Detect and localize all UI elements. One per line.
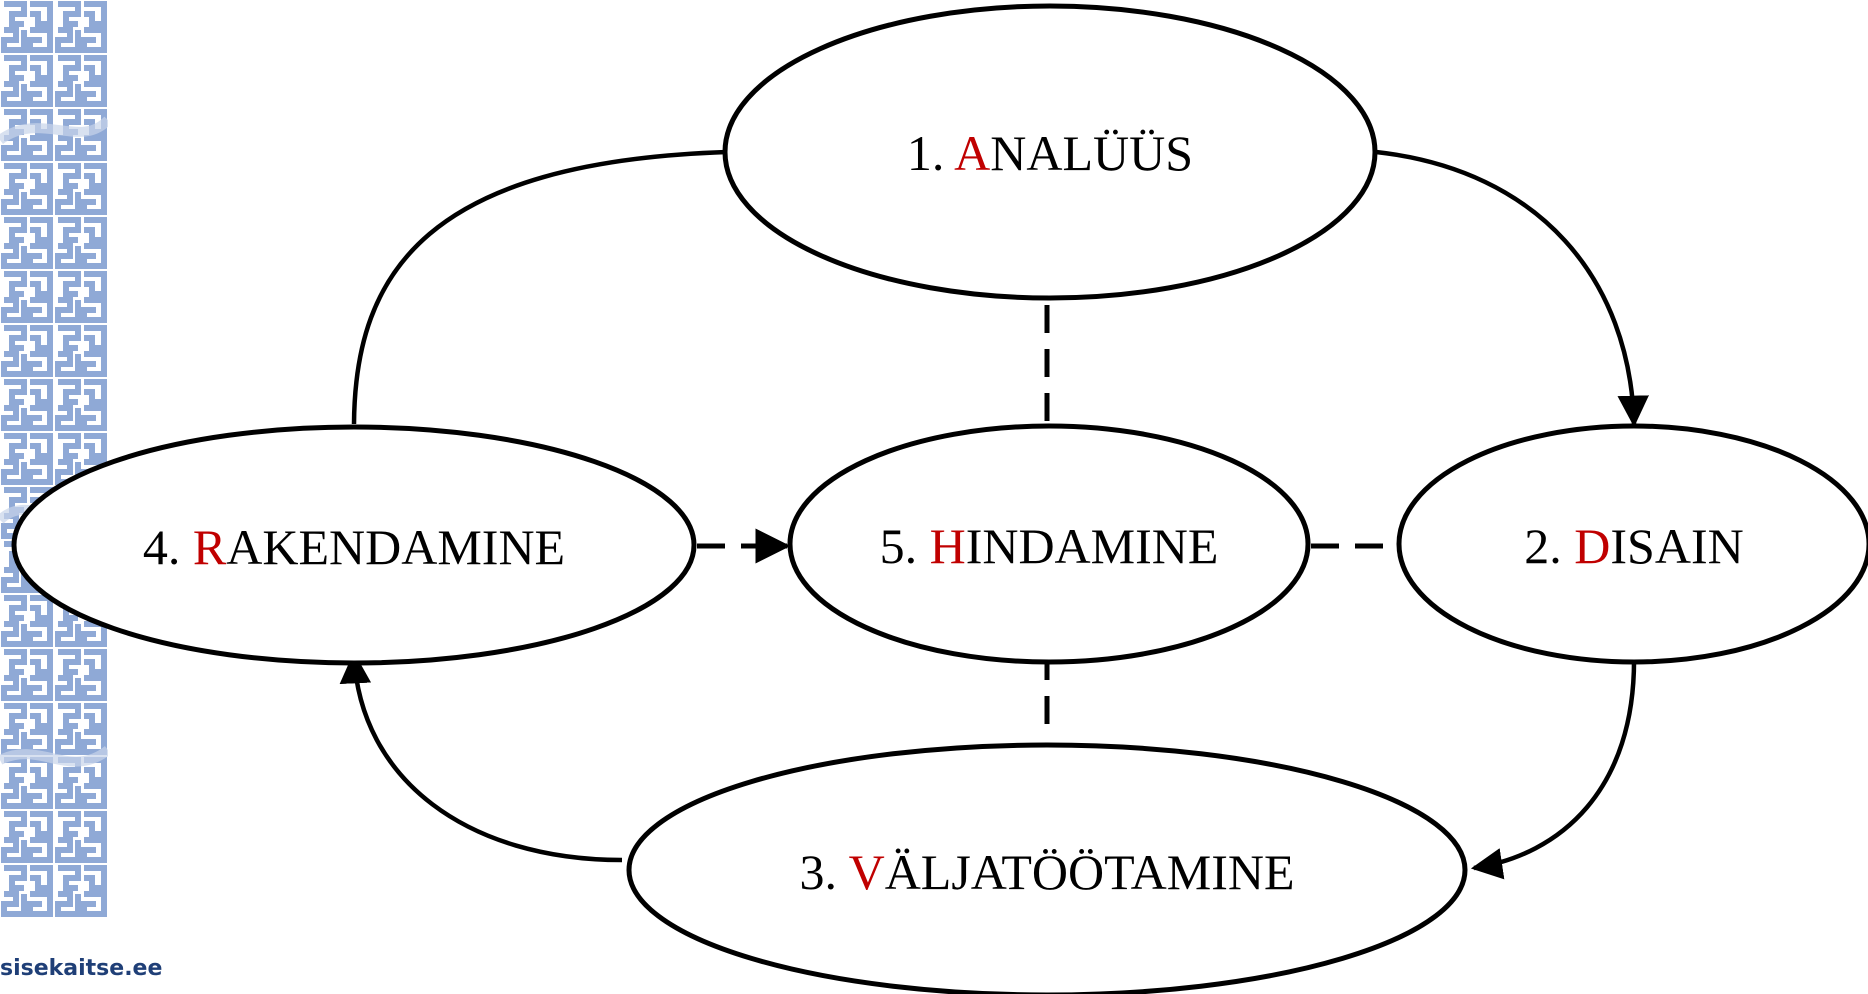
node-implementation: 4. RAKENDAMINE [11, 424, 697, 666]
node-evaluation: 5. HINDAMINE [787, 423, 1311, 665]
node-analysis: 1. ANALÜÜS [722, 3, 1378, 301]
node-design-rest: ISAIN [1610, 518, 1743, 574]
connector-design-to-development [1470, 654, 1637, 880]
node-development: 3. VÄLJATÖÖTAMINE [626, 742, 1468, 994]
node-implementation-number: 4. [143, 519, 193, 575]
connector-development-to-implementation [339, 651, 623, 863]
node-implementation-initial: R [193, 519, 227, 575]
node-implementation-rest: AKENDAMINE [226, 519, 565, 575]
node-development-rest: ÄLJATÖÖTAMINE [885, 844, 1295, 900]
node-design-initial: D [1574, 518, 1610, 574]
website-url[interactable]: sisekaitse.ee [0, 956, 163, 981]
svg-text:1. ANALÜÜS: 1. ANALÜÜS [907, 125, 1193, 181]
node-analysis-rest: NALÜÜS [990, 125, 1193, 181]
svg-text:5. HINDAMINE: 5. HINDAMINE [880, 518, 1219, 574]
node-evaluation-number: 5. [880, 518, 930, 574]
node-evaluation-initial: H [930, 518, 966, 574]
svg-text:2. DISAIN: 2. DISAIN [1524, 518, 1743, 574]
node-design-number: 2. [1524, 518, 1574, 574]
node-development-initial: V [849, 844, 885, 900]
node-development-number: 3. [799, 844, 848, 900]
svg-text:3. VÄLJATÖÖTAMINE: 3. VÄLJATÖÖTAMINE [799, 844, 1294, 900]
connector-analysis-to-implementation [351, 149, 728, 425]
node-analysis-initial: A [954, 125, 990, 181]
node-design: 2. DISAIN [1396, 423, 1868, 665]
node-analysis-number: 1. [907, 125, 954, 181]
logo-pattern [0, 0, 108, 918]
connector-analysis-to-design [1375, 149, 1649, 428]
node-evaluation-rest: INDAMINE [966, 518, 1219, 574]
svg-text:4. RAKENDAMINE: 4. RAKENDAMINE [143, 519, 565, 575]
